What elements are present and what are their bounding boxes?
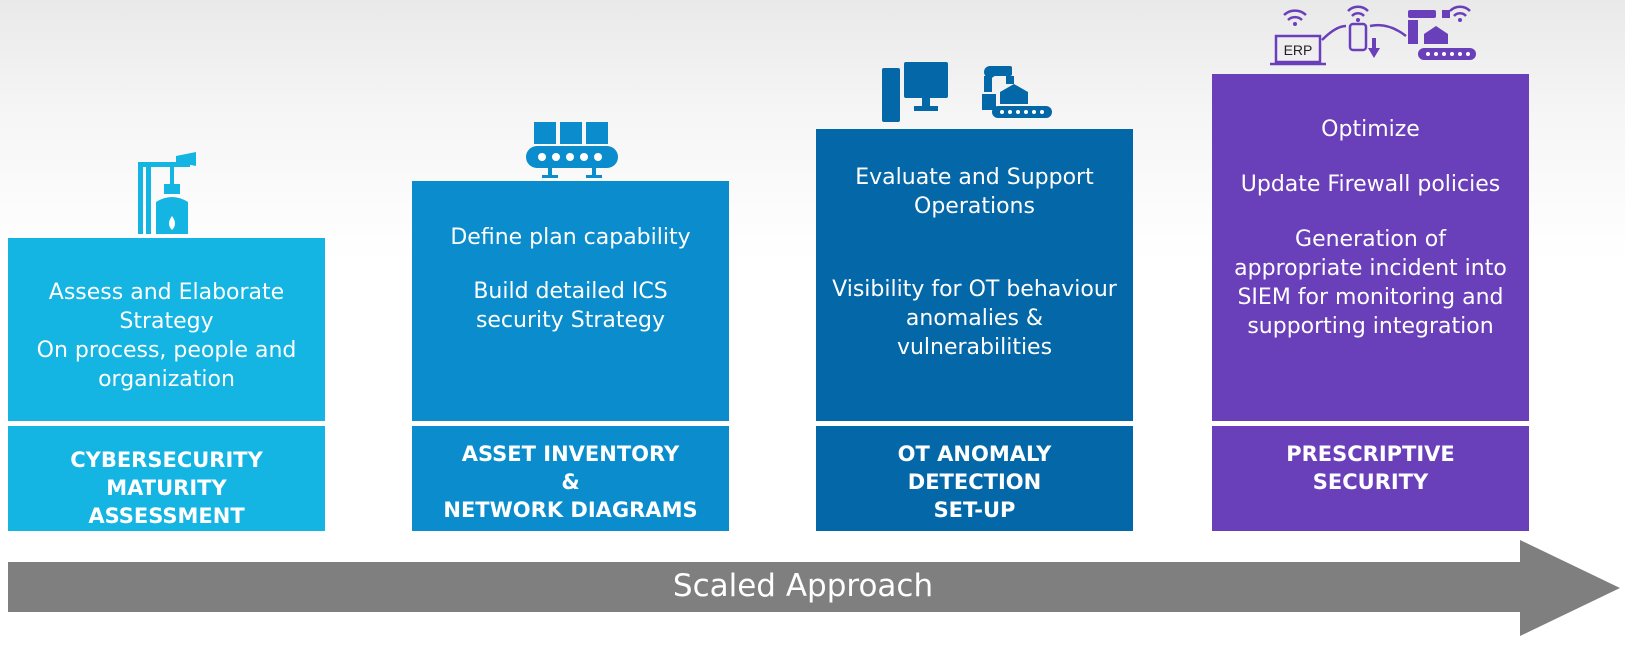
step-title: PRESCRIPTIVE SECURITY bbox=[1212, 426, 1529, 531]
computer-and-robot-arm-icon bbox=[882, 62, 1052, 122]
erp-connected-devices-icon: ERP bbox=[1270, 5, 1476, 66]
step-title: OT ANOMALY DETECTION SET-UP bbox=[816, 426, 1133, 531]
body-line: On process, people and organization bbox=[36, 338, 297, 392]
body-line: Optimize bbox=[1321, 117, 1420, 142]
scaled-approach-arrow bbox=[8, 540, 1620, 636]
conveyor-boxes-icon bbox=[526, 122, 618, 178]
step-body: Assess and Elaborate Strategy On process… bbox=[8, 238, 325, 421]
body-line: Update Firewall policies bbox=[1240, 172, 1501, 197]
body-line: Evaluate and Support Operations bbox=[855, 165, 1094, 219]
body-line: Define plan capability bbox=[450, 225, 691, 250]
step-body: Optimize Update Firewall policies Genera… bbox=[1212, 74, 1529, 421]
step-body: Define plan capability Build detailed IC… bbox=[412, 181, 729, 421]
body-line: Assess and Elaborate Strategy bbox=[48, 280, 285, 334]
step-title: CYBERSECURITY MATURITY ASSESSMENT bbox=[8, 426, 325, 531]
industrial-furnace-icon bbox=[138, 152, 196, 234]
erp-label: ERP bbox=[1284, 42, 1313, 58]
step-body: Evaluate and Support Operations Visibili… bbox=[816, 129, 1133, 421]
body-line: Build detailed ICS security Strategy bbox=[473, 279, 668, 333]
arrow-label: Scaled Approach bbox=[672, 568, 934, 604]
step-title: ASSET INVENTORY & NETWORK DIAGRAMS bbox=[412, 426, 729, 531]
body-line: Visibility for OT behaviour anomalies & … bbox=[832, 277, 1117, 360]
body-line: Generation of appropriate incident into … bbox=[1234, 227, 1507, 339]
